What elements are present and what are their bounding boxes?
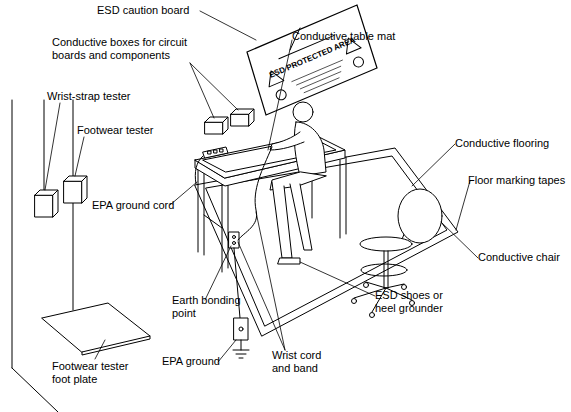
conductive-boxes xyxy=(205,109,254,134)
sign-board xyxy=(247,5,377,115)
callout-label: Conductive chair xyxy=(478,251,571,264)
ground-strip xyxy=(195,147,228,184)
operator xyxy=(270,102,326,264)
callout-label: ESD caution board xyxy=(97,4,212,17)
callout-label: EPA ground xyxy=(162,355,242,368)
leader-lines xyxy=(45,11,478,362)
callout-label: Footwear tester xyxy=(77,124,177,137)
caution-sign: ESD PROTECTED AREA xyxy=(245,3,380,118)
callout-label: Wrist cord and band xyxy=(272,349,334,375)
callout-label: Footwear tester foot plate xyxy=(52,360,137,386)
callout-label: Conductive boxes for circuit boards and … xyxy=(52,36,202,62)
callout-label: ESD shoes or heel grounder xyxy=(375,289,450,315)
epa-ground xyxy=(233,318,249,358)
callout-label: Earth bonding point xyxy=(172,294,244,320)
foot-plate xyxy=(42,303,150,355)
callout-label: EPA ground cord xyxy=(92,199,192,212)
callout-label: Floor marking tapes xyxy=(468,174,571,187)
wrist-cord xyxy=(238,147,272,240)
callout-label: Conductive flooring xyxy=(455,137,571,150)
callout-label: Wrist-strap tester xyxy=(47,90,157,103)
room-walls xyxy=(12,100,58,412)
callout-label: Conductive table mat xyxy=(292,30,422,43)
